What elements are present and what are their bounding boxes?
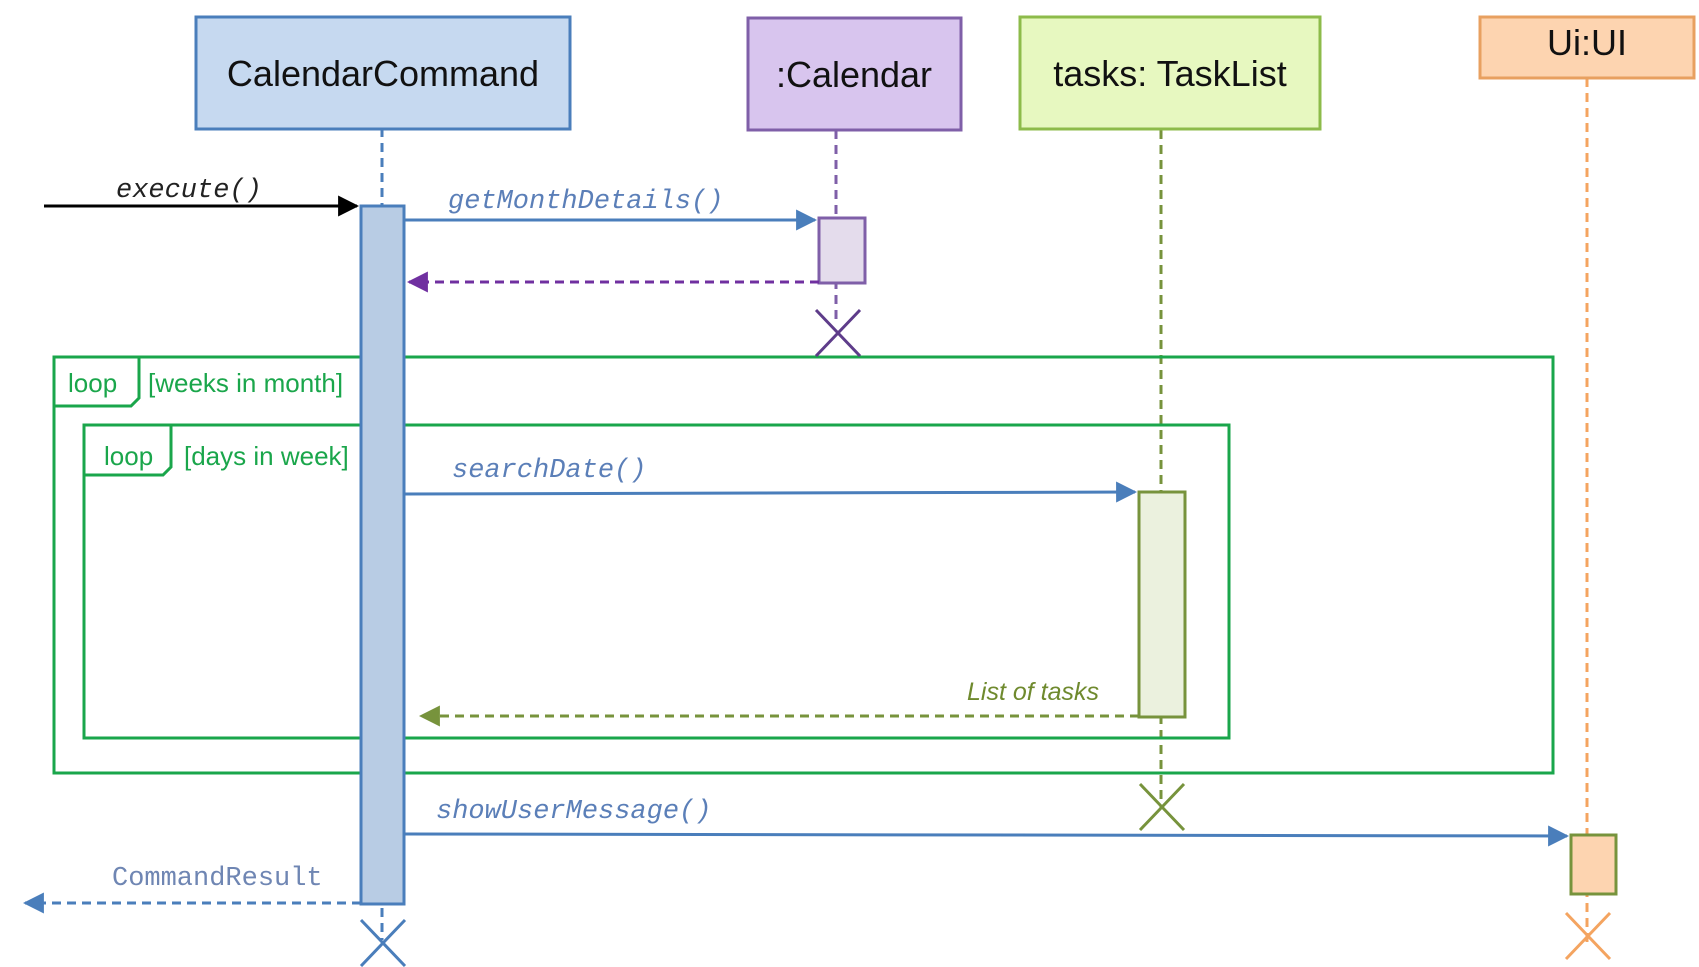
participant-calendar: :Calendar [746,16,963,132]
loop-fragment-weeks: loop [weeks in month] [52,355,1555,775]
participant-label: :Calendar [776,54,932,95]
list-of-tasks-label: List of tasks [967,678,1099,706]
destroy-ui-mark [1564,911,1612,961]
destroy-calendar-mark [814,308,862,358]
participant-ui: Ui:UI [1478,15,1696,80]
command-result-label: CommandResult [112,864,323,894]
destroy-calendar-command-mark [359,918,407,967]
participant-label: CalendarCommand [227,53,539,94]
show-user-message-arrow [403,825,1570,847]
get-month-details-label: getMonthDetails() [448,187,723,217]
participant-label: tasks: TaskList [1053,53,1286,94]
execute-label: execute() [116,176,262,206]
activation-ui [1569,833,1618,896]
participant-tasks: tasks: TaskList [1018,15,1322,131]
loop-keyword: loop [68,368,117,398]
loop-keyword: loop [104,441,153,471]
destroy-tasks-mark [1138,782,1186,832]
loop-guard: [weeks in month] [148,368,343,398]
loop-fragment-days: loop [days in week] [82,423,1231,740]
show-user-message-label: showUserMessage() [436,797,711,827]
activation-tasks [1137,490,1187,719]
participant-calendar-command: CalendarCommand [194,15,572,131]
participant-label: Ui:UI [1547,22,1627,63]
search-date-label: searchDate() [452,456,646,486]
activation-calendar [817,216,867,285]
loop-guard: [days in week] [184,441,349,471]
search-date-arrow [403,481,1138,503]
activation-calendar-command [359,204,406,906]
